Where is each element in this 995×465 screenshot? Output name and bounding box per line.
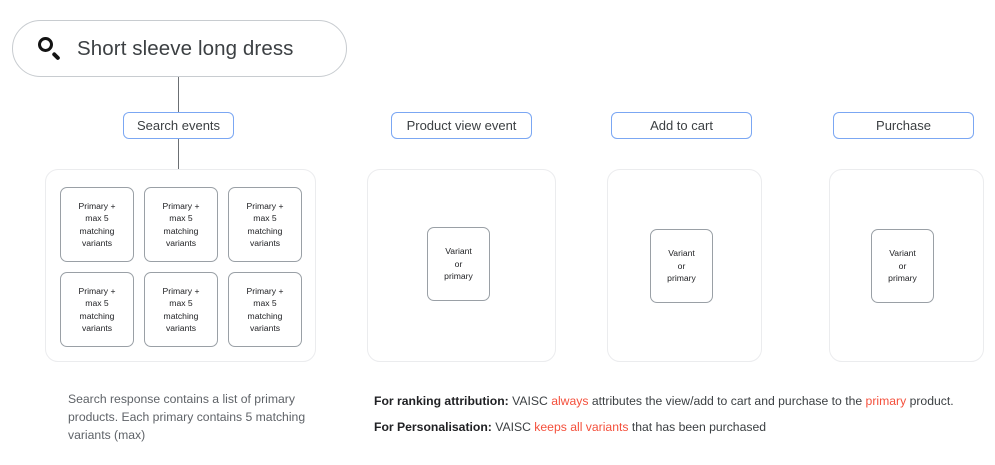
note-text: VAISC — [508, 394, 552, 408]
note-text: attributes the view/add to cart and purc… — [588, 394, 866, 408]
search-query-text: Short sleeve long dress — [77, 36, 294, 60]
event-chip-label: Product view event — [406, 118, 517, 133]
event-chip-search-events[interactable]: Search events — [123, 112, 234, 139]
caption-search-response: Search response contains a list of prima… — [68, 392, 306, 442]
caption-notes: For ranking attribution: VAISC always at… — [374, 392, 989, 437]
event-chip-product-view-event[interactable]: Product view event — [391, 112, 532, 139]
note-text: product. — [906, 394, 954, 408]
connector-line-bottom — [178, 139, 180, 170]
event-chip-add-to-cart[interactable]: Add to cart — [611, 112, 752, 139]
note-text: VAISC — [491, 420, 535, 435]
note-lead: For ranking attribution: — [374, 394, 509, 408]
note-highlight: primary — [865, 394, 907, 408]
note-ranking-attribution: For ranking attribution: VAISC always at… — [374, 392, 989, 410]
note-highlight: always — [551, 394, 589, 408]
search-bar[interactable]: Short sleeve long dress — [12, 20, 347, 77]
search-icon — [37, 36, 63, 62]
note-text: that has been purchased — [628, 420, 767, 435]
event-chip-label: Purchase — [876, 118, 931, 133]
note-personalisation: For Personalisation: VAISC keeps all var… — [374, 418, 989, 436]
connector-line-top — [178, 77, 180, 112]
note-highlight: keeps all variants — [534, 420, 629, 435]
event-chip-label: Search events — [136, 118, 221, 133]
note-lead: For Personalisation: — [374, 420, 492, 435]
event-chip-purchase[interactable]: Purchase — [833, 112, 974, 139]
event-chip-label: Add to cart — [650, 118, 713, 133]
